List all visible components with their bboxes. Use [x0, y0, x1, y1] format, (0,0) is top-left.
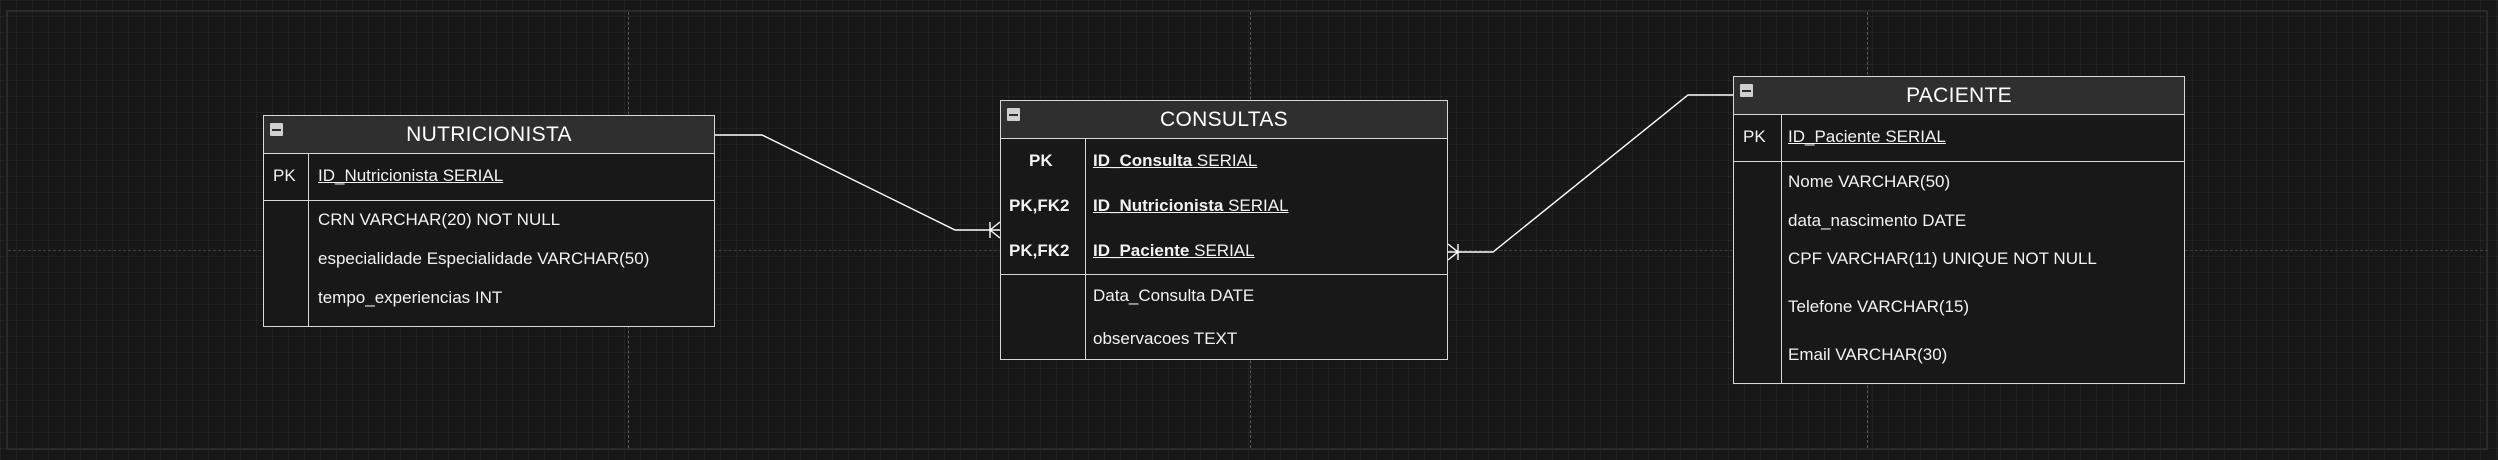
connector-nutricionista-consultas[interactable]	[715, 134, 1000, 231]
column-divider	[1781, 115, 1782, 383]
column-divider	[1085, 139, 1086, 359]
crow-foot-marker	[1447, 243, 1459, 261]
key-label: PK,FK2	[1009, 241, 1070, 260]
field-type: SERIAL	[1189, 241, 1255, 260]
field-crn: CRN VARCHAR(20) NOT NULL	[318, 210, 561, 229]
pk-label: PK	[273, 166, 296, 185]
field-especialidade: especialidade Especialidade VARCHAR(50)	[318, 249, 650, 268]
key-divider	[1734, 161, 2184, 162]
collapse-icon[interactable]	[1007, 108, 1020, 121]
entity-consultas[interactable]: CONSULTAS PK ID_Consulta SERIAL PK,FK2 I…	[1000, 100, 1448, 360]
crow-foot-marker	[989, 221, 1001, 239]
key-divider	[1001, 274, 1447, 275]
field-id-nutricionista: ID_Nutricionista SERIAL	[318, 166, 504, 185]
canvas-frame	[6, 10, 2488, 450]
entity-nutricionista[interactable]: NUTRICIONISTA PK ID_Nutricionista SERIAL…	[263, 115, 715, 327]
collapse-icon[interactable]	[1740, 84, 1753, 97]
entity-title: NUTRICIONISTA	[406, 123, 572, 146]
field-nome: Nome VARCHAR(50)	[1788, 172, 1951, 191]
entity-paciente[interactable]: PACIENTE PK ID_Paciente SERIAL Nome VARC…	[1733, 76, 2185, 384]
field-id-nutricionista: ID_Nutricionista	[1093, 196, 1224, 215]
field-id-paciente: ID_Paciente	[1093, 241, 1190, 260]
entity-header[interactable]: CONSULTAS	[1001, 101, 1447, 139]
column-divider	[308, 154, 309, 326]
field-data-consulta: Data_Consulta DATE	[1093, 286, 1255, 305]
key-divider	[264, 200, 714, 201]
connector-paciente-consultas[interactable]	[1448, 94, 1733, 253]
entity-title: CONSULTAS	[1160, 108, 1288, 131]
entity-header[interactable]: PACIENTE	[1734, 77, 2184, 115]
field-email: Email VARCHAR(30)	[1788, 345, 1948, 364]
pk-label: PK	[1743, 127, 1766, 146]
entity-header[interactable]: NUTRICIONISTA	[264, 116, 714, 154]
field-data-nascimento: data_nascimento DATE	[1788, 211, 1967, 230]
field-tempo-experiencias: tempo_experiencias INT	[318, 288, 503, 307]
field-id-consulta: ID_Consulta	[1093, 151, 1193, 170]
key-label: PK	[1029, 151, 1053, 170]
field-telefone: Telefone VARCHAR(15)	[1788, 297, 1970, 316]
entity-title: PACIENTE	[1906, 84, 2012, 107]
field-cpf: CPF VARCHAR(11) UNIQUE NOT NULL	[1788, 249, 2097, 268]
field-type: SERIAL	[1192, 151, 1258, 170]
field-observacoes: observacoes TEXT	[1093, 329, 1238, 348]
key-label: PK,FK2	[1009, 196, 1070, 215]
field-id-paciente: ID_Paciente SERIAL	[1788, 127, 1946, 146]
collapse-icon[interactable]	[270, 123, 283, 136]
field-type: SERIAL	[1223, 196, 1289, 215]
